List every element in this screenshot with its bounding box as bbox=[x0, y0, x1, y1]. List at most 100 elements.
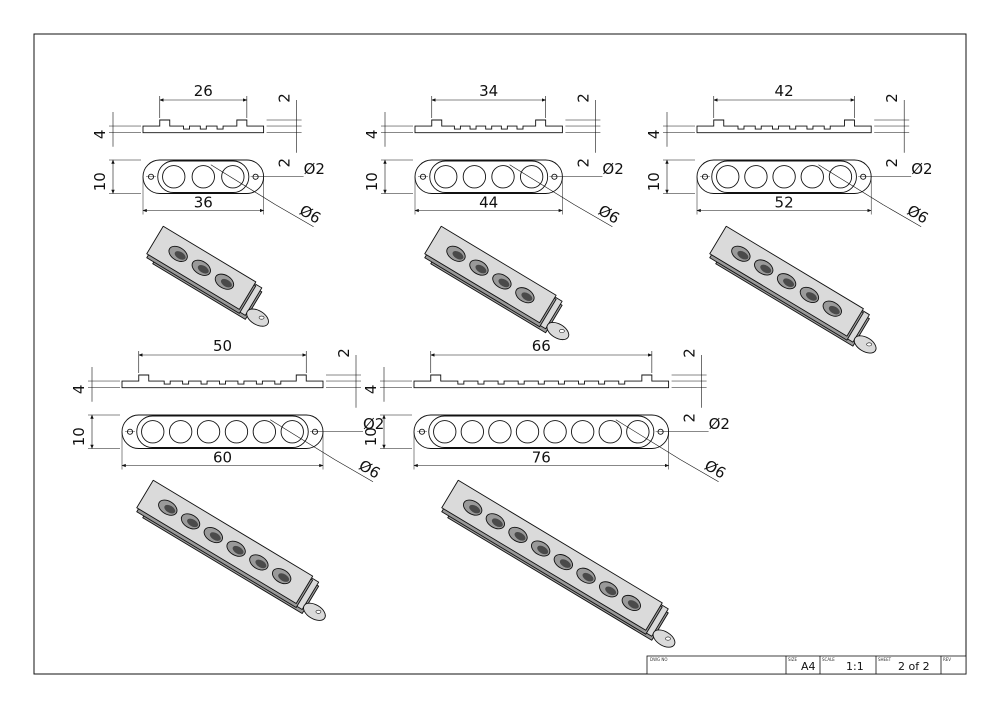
dim-slot-span: 66 bbox=[532, 337, 551, 355]
iso-hole-shadow bbox=[255, 559, 267, 569]
dim-mount-hole: Ø2 bbox=[602, 160, 623, 178]
plan-body bbox=[711, 160, 857, 193]
hole-3 bbox=[491, 165, 515, 189]
iso-hole-shadow bbox=[469, 504, 481, 514]
plan-body bbox=[136, 415, 309, 448]
dim-thickness: 4 bbox=[362, 385, 380, 395]
iso-hole-shadow bbox=[514, 532, 526, 541]
iso-hole-shadow bbox=[475, 264, 487, 274]
dim-tab: 2 bbox=[883, 93, 901, 103]
iso-hole-shadow bbox=[498, 278, 510, 288]
dim-thickness: 4 bbox=[91, 130, 109, 140]
hole-3 bbox=[772, 165, 796, 189]
iso-hole-shadow bbox=[164, 504, 176, 514]
iso-hole-shadow bbox=[452, 250, 464, 260]
dim-big-hole: Ø6 bbox=[595, 201, 622, 227]
iso-hole-shadow bbox=[278, 573, 290, 582]
dim-thickness: 4 bbox=[645, 130, 663, 140]
plan-body bbox=[428, 415, 655, 448]
dim-bottom: 2 bbox=[276, 158, 294, 168]
front-view-outline bbox=[696, 119, 872, 134]
hole-2 bbox=[462, 165, 487, 189]
dim-bottom: 2 bbox=[681, 413, 699, 423]
hole-7 bbox=[598, 420, 622, 444]
isometric-view bbox=[136, 479, 326, 621]
hole-1 bbox=[162, 165, 186, 189]
dim-slot-span: 50 bbox=[213, 337, 232, 355]
leader-big-hole bbox=[270, 419, 336, 461]
dim-slot-span: 42 bbox=[775, 82, 794, 100]
dim-slot-span: 34 bbox=[479, 82, 498, 100]
iso-mount-hole bbox=[258, 315, 265, 320]
iso-hole-shadow bbox=[197, 265, 209, 274]
dim-height: 10 bbox=[645, 172, 663, 191]
size-value: A4 bbox=[801, 660, 816, 673]
hole-2 bbox=[744, 165, 768, 189]
iso-mount-hole bbox=[665, 636, 671, 641]
iso-hole-shadow bbox=[760, 264, 772, 274]
dwg-no-label: DWG NO bbox=[650, 657, 668, 662]
iso-hole-shadow bbox=[582, 572, 594, 582]
dim-height: 10 bbox=[362, 427, 380, 446]
plan-outline bbox=[696, 159, 872, 194]
front-view-outline bbox=[413, 374, 670, 389]
hole-5 bbox=[543, 420, 567, 444]
iso-hole-shadow bbox=[232, 545, 244, 555]
title-block: DWG NO SIZE A4 SCALE 1:1 SHEET 2 of 2 RE… bbox=[646, 655, 967, 675]
iso-mount-hole bbox=[315, 609, 322, 614]
iso-hole-shadow bbox=[187, 518, 199, 528]
rev-label: REV bbox=[943, 657, 951, 662]
dim-length: 36 bbox=[194, 194, 213, 212]
scale-value: 1:1 bbox=[846, 660, 864, 673]
isometric-view bbox=[441, 479, 676, 648]
hole-5 bbox=[828, 165, 853, 189]
dim-tab: 2 bbox=[574, 93, 592, 103]
plan-outline bbox=[142, 159, 265, 194]
front-view-outline bbox=[121, 374, 324, 389]
iso-hole-shadow bbox=[828, 305, 840, 315]
hole-1 bbox=[434, 165, 458, 189]
isometric-view bbox=[709, 225, 877, 354]
iso-hole-shadow bbox=[521, 292, 533, 302]
dim-big-hole: Ø6 bbox=[356, 456, 383, 482]
dim-big-hole: Ø6 bbox=[904, 201, 931, 227]
iso-end-lobe bbox=[546, 321, 570, 341]
dim-mount-hole: Ø2 bbox=[363, 415, 384, 433]
hole-8 bbox=[626, 420, 650, 444]
hole-4 bbox=[224, 420, 249, 444]
hole-2 bbox=[460, 420, 484, 444]
dim-big-hole: Ø6 bbox=[296, 201, 323, 227]
iso-hole-shadow bbox=[209, 532, 221, 541]
hole-6 bbox=[571, 420, 595, 444]
dim-mount-hole: Ø2 bbox=[911, 160, 932, 178]
iso-hole-shadow bbox=[737, 250, 749, 260]
iso-top-body bbox=[136, 479, 314, 604]
iso-hole-shadow bbox=[559, 559, 571, 568]
iso-hole-shadow bbox=[783, 278, 795, 288]
iso-hole-shadow bbox=[491, 518, 503, 528]
sheet-label: SHEET bbox=[878, 657, 892, 662]
hole-4 bbox=[515, 420, 540, 444]
dim-tab: 2 bbox=[276, 93, 294, 103]
isometric-view bbox=[424, 225, 570, 341]
dim-length: 76 bbox=[532, 449, 551, 467]
dim-height: 10 bbox=[91, 172, 109, 191]
iso-hole-shadow bbox=[537, 545, 549, 555]
dim-length: 52 bbox=[775, 194, 794, 212]
leader-big-hole bbox=[680, 459, 719, 483]
dim-slot-span: 26 bbox=[194, 82, 213, 100]
hole-1 bbox=[141, 420, 165, 444]
dim-length: 44 bbox=[479, 194, 498, 212]
hole-2 bbox=[191, 165, 215, 189]
leader-big-hole bbox=[574, 204, 613, 228]
leader-big-hole bbox=[275, 204, 314, 228]
dim-mount-hole: Ø2 bbox=[304, 160, 325, 178]
leader-big-hole bbox=[818, 164, 884, 206]
iso-mount-hole bbox=[559, 329, 565, 333]
isometric-view bbox=[146, 225, 269, 327]
